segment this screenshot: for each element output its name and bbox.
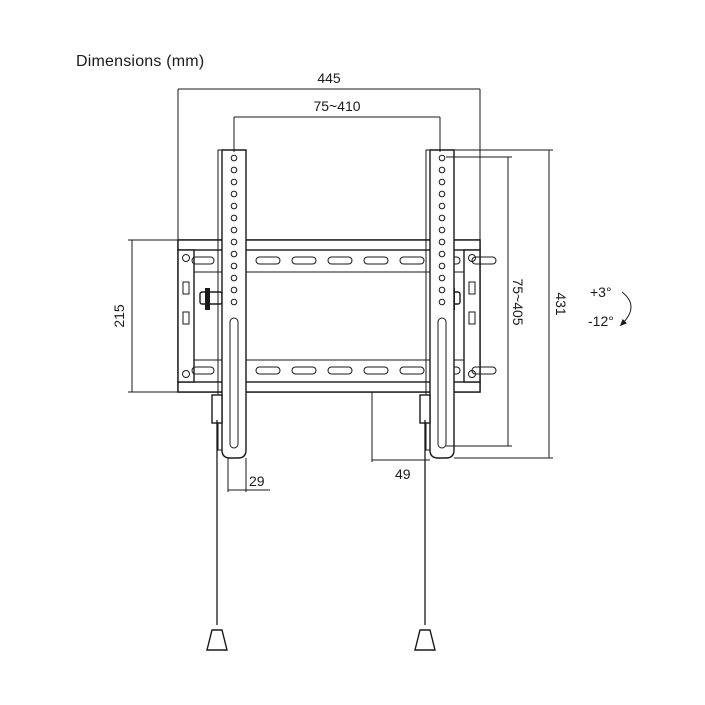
dim-vesa-horizontal: [233, 116, 441, 152]
right-arm-holes: [438, 154, 446, 306]
label-arm-depth: 29: [249, 473, 265, 489]
label-vesa-vertical: 75~405: [510, 278, 526, 325]
left-tv-arm: [211, 149, 247, 459]
vesa-hole: [438, 190, 446, 198]
pull-cords: [206, 420, 436, 651]
mounting-slot: [363, 256, 389, 265]
vesa-hole: [438, 238, 446, 246]
mounting-slot: [471, 256, 497, 265]
label-overall-width: 445: [317, 70, 341, 86]
dim-arm-depth: [227, 458, 270, 492]
mounting-slot: [255, 256, 281, 265]
mounting-slot: [255, 366, 281, 375]
dim-plate-height: [128, 239, 178, 393]
mounting-slot: [191, 366, 215, 375]
vesa-hole: [230, 178, 238, 186]
dim-vesa-vertical: [446, 156, 512, 447]
dim-overall-width: [177, 88, 481, 240]
vesa-hole: [438, 166, 446, 174]
mounting-slot: [291, 366, 317, 375]
mounting-slot: [363, 366, 389, 375]
dim-wall-distance: [371, 392, 430, 462]
vesa-hole: [438, 262, 446, 270]
vesa-hole: [230, 250, 238, 258]
vesa-hole: [230, 262, 238, 270]
label-vesa-horizontal: 75~410: [313, 98, 360, 114]
vesa-hole: [230, 202, 238, 210]
vesa-hole: [438, 226, 446, 234]
mounting-slot: [399, 256, 425, 265]
vesa-hole: [438, 202, 446, 210]
vesa-hole: [438, 214, 446, 222]
vesa-hole: [230, 166, 238, 174]
mounting-slot: [291, 256, 317, 265]
dim-overall-height: [454, 149, 553, 459]
drawing-title: Dimensions (mm): [76, 53, 205, 70]
left-arm-holes: [230, 154, 238, 306]
mounting-slot: [327, 256, 353, 265]
vesa-hole: [230, 238, 238, 246]
vesa-hole: [438, 286, 446, 294]
vesa-hole: [230, 214, 238, 222]
vesa-hole: [230, 298, 238, 306]
mounting-slot: [327, 366, 353, 375]
label-wall-distance: 49: [395, 466, 411, 482]
vesa-hole: [438, 178, 446, 186]
vesa-hole: [438, 274, 446, 282]
tilt-arc-arrow: [619, 291, 632, 327]
mounting-slot: [399, 366, 425, 375]
vesa-hole: [230, 190, 238, 198]
mounting-slot: [191, 256, 215, 265]
vesa-hole: [438, 154, 446, 162]
vesa-hole: [230, 274, 238, 282]
vesa-hole: [438, 298, 446, 306]
vesa-hole: [230, 286, 238, 294]
label-tilt-up: +3°: [590, 284, 612, 300]
label-plate-height: 215: [111, 304, 127, 328]
vesa-hole: [230, 226, 238, 234]
label-overall-height: 431: [553, 292, 569, 316]
right-tv-arm: [419, 149, 455, 459]
label-tilt-down: -12°: [588, 313, 614, 329]
vesa-hole: [438, 250, 446, 258]
vesa-hole: [230, 154, 238, 162]
wall-plate-slots-top: [191, 256, 497, 265]
